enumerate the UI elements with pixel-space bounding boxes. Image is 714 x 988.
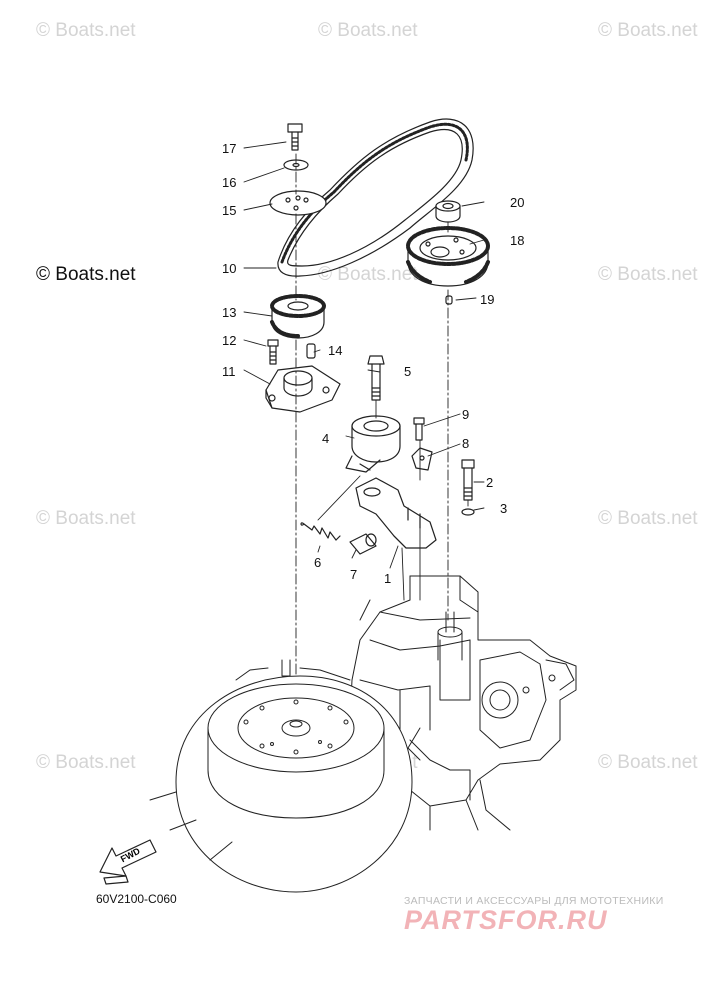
- woodruff-key: [445, 295, 453, 305]
- callout-18: 18: [510, 233, 525, 248]
- callout-15: 15: [222, 203, 237, 218]
- promo-tagline: ЗАПЧАСТИ И АКСЕССУАРЫ ДЛЯ МОТОТЕХНИКИ: [404, 895, 664, 907]
- callout-17: 17: [222, 141, 237, 156]
- plate-bolt: [413, 417, 425, 441]
- flange-nut: [435, 200, 461, 223]
- callout-5: 5: [404, 364, 412, 379]
- spring-collar: [349, 533, 377, 555]
- callout-10: 10: [222, 261, 237, 276]
- callout-19: 19: [480, 292, 495, 307]
- boats-net-watermark: © Boats.net: [36, 264, 136, 285]
- sprocket-plate: [269, 190, 327, 216]
- callout-1: 1: [384, 571, 392, 586]
- watermark: © Boats.net: [36, 752, 136, 773]
- callout-11: 11: [222, 364, 236, 379]
- lever-bolt: [461, 459, 475, 501]
- stopper-plate: [411, 447, 433, 471]
- watermark: © Boats.net: [318, 20, 418, 41]
- watermark: © Boats.net: [598, 508, 698, 529]
- callout-9: 9: [462, 407, 470, 422]
- sprocket-bolt: [287, 123, 303, 151]
- tensioner-pulley: [345, 415, 401, 473]
- drive-sprocket: [270, 294, 326, 339]
- dowel-pin: [306, 343, 316, 359]
- callout-6: 6: [314, 555, 322, 570]
- bracket-bolt: [267, 339, 279, 365]
- lever-washer: [461, 508, 475, 516]
- watermark: © Boats.net: [318, 264, 418, 285]
- watermark: © Boats.net: [36, 508, 136, 529]
- callout-12: 12: [222, 333, 237, 348]
- callout-2: 2: [486, 475, 494, 490]
- watermark: © Boats.net: [598, 752, 698, 773]
- flywheel: [149, 659, 413, 893]
- callout-7: 7: [350, 567, 358, 582]
- callout-13: 13: [222, 305, 237, 320]
- watermark: © Boats.net: [598, 20, 698, 41]
- alignment-lines: [295, 153, 469, 731]
- callout-14: 14: [328, 343, 343, 358]
- engine-block: [299, 575, 577, 831]
- promo-logo: PARTSFOR.RU: [404, 905, 608, 935]
- timing-belt: [277, 118, 474, 277]
- tension-spring: [300, 475, 361, 541]
- tensioner-bolt: [367, 355, 385, 401]
- callout-3: 3: [500, 501, 508, 516]
- driven-sprocket: [406, 226, 490, 287]
- watermark: © Boats.net: [36, 20, 136, 41]
- fwd-arrow-icon: [99, 839, 157, 885]
- watermark: © Boats.net: [598, 264, 698, 285]
- callout-20: 20: [510, 195, 525, 210]
- drawing-code: 60V2100-C060: [96, 892, 177, 906]
- sprocket-bracket: [265, 365, 341, 413]
- callout-16: 16: [222, 175, 237, 190]
- callout-4: 4: [322, 431, 330, 446]
- callout-8: 8: [462, 436, 470, 451]
- callout-leaders: [243, 141, 485, 569]
